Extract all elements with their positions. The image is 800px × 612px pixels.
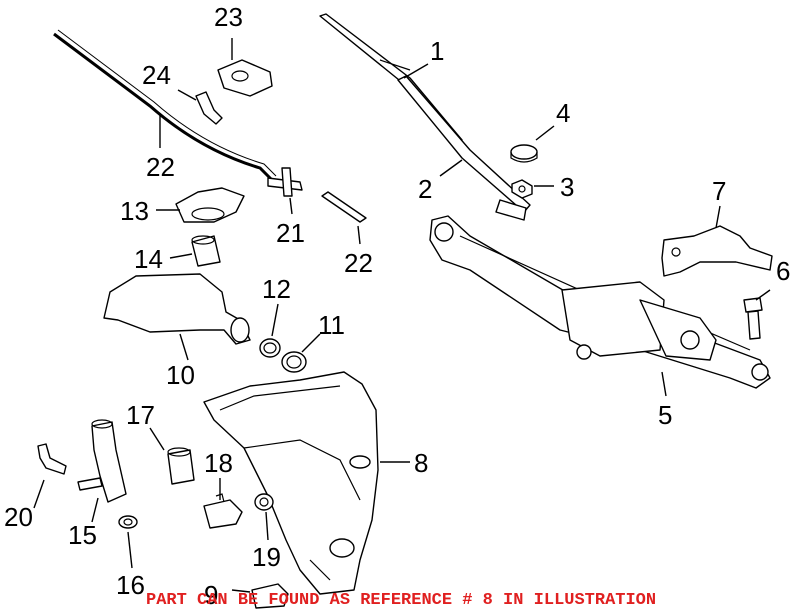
callout-19: 19: [252, 542, 281, 572]
part-o-ring-small: [259, 338, 281, 358]
callout-8: 8: [414, 448, 428, 478]
callout-2: 2: [418, 174, 432, 204]
callout-22-lower: 22: [344, 248, 373, 278]
part-filler-ring: [191, 235, 221, 267]
part-bolt: [743, 297, 763, 340]
callout-23: 23: [214, 2, 243, 32]
callout-21: 21: [276, 218, 305, 248]
part-filler-seal: [175, 187, 245, 223]
part-reservoir-plug: [251, 583, 289, 609]
callout-1: 1: [430, 36, 444, 66]
callout-5: 5: [658, 400, 672, 430]
part-t-connector: [267, 167, 303, 197]
part-angled-connector: [195, 91, 223, 125]
callout-10: 10: [166, 360, 195, 390]
part-sensor-seal: [254, 493, 274, 511]
part-pump-grommet: [118, 515, 138, 529]
callout-6: 6: [776, 256, 790, 286]
part-o-ring-large: [281, 351, 307, 373]
part-washer-reservoir: [203, 371, 379, 595]
part-cap: [510, 144, 538, 163]
callout-24: 24: [142, 60, 171, 90]
part-level-sensor: [203, 493, 243, 529]
part-washer-nozzle: [217, 59, 273, 97]
callout-7: 7: [712, 176, 726, 206]
part-washer-pump: [77, 419, 127, 503]
part-washer-hose-short: [321, 191, 367, 223]
callout-13: 13: [120, 196, 149, 226]
part-pump-connector: [37, 443, 67, 475]
part-upper-reservoir: [103, 273, 251, 345]
callout-18: 18: [204, 448, 233, 478]
leader-lines: [33, 38, 771, 593]
callout-15: 15: [68, 520, 97, 550]
part-bracket: [661, 225, 773, 277]
callout-14: 14: [134, 244, 163, 274]
callout-16: 16: [116, 570, 145, 600]
part-washer-hose-long: [53, 29, 277, 182]
part-wiper-linkage: [429, 215, 771, 389]
callout-9: 9: [204, 580, 218, 610]
part-grommet: [167, 447, 195, 485]
callout-22-upper: 22: [146, 152, 175, 182]
footer-note: PART CAN BE FOUND AS REFERENCE # 8 IN IL…: [146, 591, 656, 610]
part-wiper-arm: [397, 75, 531, 221]
part-nut: [511, 179, 533, 199]
callout-4: 4: [556, 98, 570, 128]
callout-17: 17: [126, 400, 155, 430]
callout-3: 3: [560, 172, 574, 202]
callout-12: 12: [262, 274, 291, 304]
callout-20: 20: [4, 502, 33, 532]
callout-11: 11: [318, 310, 345, 340]
